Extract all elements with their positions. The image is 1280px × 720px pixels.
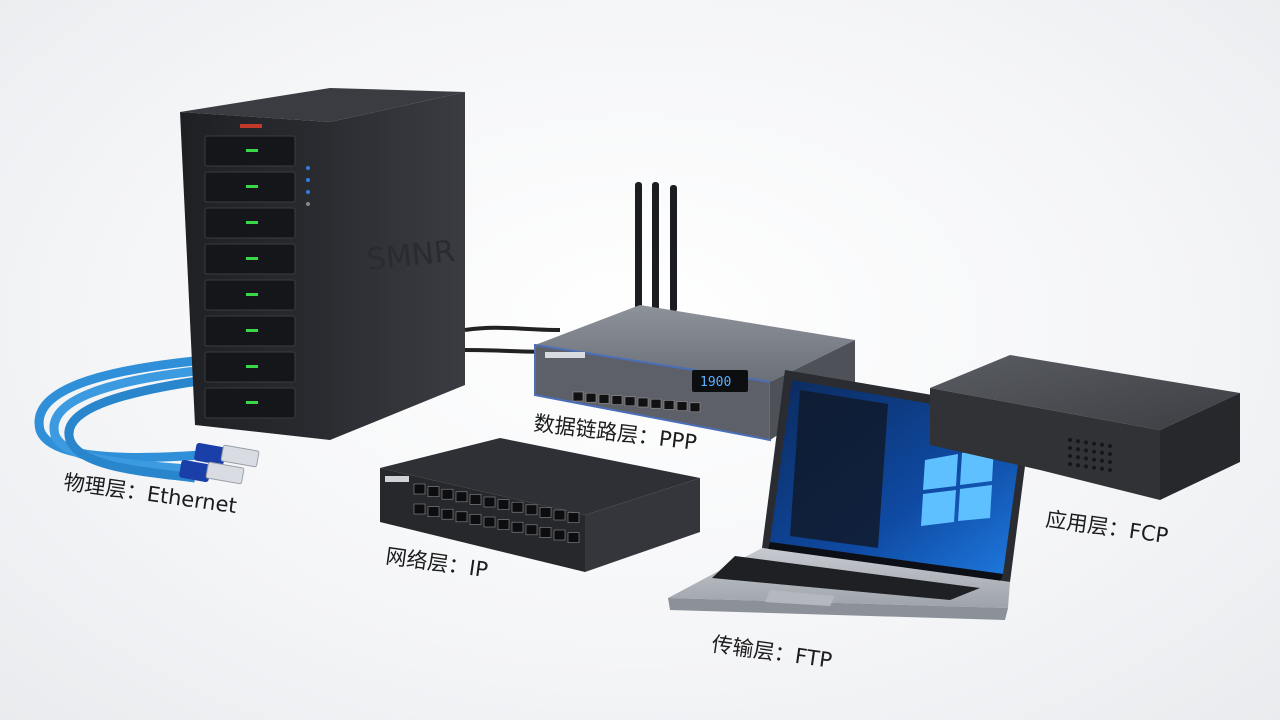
vent-hole: [1076, 439, 1080, 444]
router-display: [692, 370, 748, 392]
router-antennas: [635, 182, 677, 312]
vent-hole: [1092, 449, 1096, 454]
switch-port: [455, 511, 468, 523]
vent-hole: [1108, 468, 1112, 472]
switch-ports: [413, 483, 580, 543]
switch-port: [441, 508, 454, 520]
vent-hole: [1100, 442, 1104, 447]
vent-hole: [1084, 456, 1088, 461]
taskbar: [768, 542, 1003, 582]
router-port: [585, 392, 597, 403]
switch-port: [469, 494, 482, 505]
drive-led: [246, 329, 258, 332]
switch-port: [497, 519, 510, 530]
switch-port: [413, 503, 426, 515]
switch-port: [525, 504, 538, 516]
vent-hole: [1084, 440, 1088, 445]
front-panel-leds: [306, 166, 310, 206]
router-port: [689, 402, 701, 413]
switch-port: [441, 488, 454, 500]
router-port: [637, 397, 649, 408]
switch-port: [553, 509, 566, 521]
ethernet-cables: [34, 355, 260, 485]
vent-hole: [1084, 464, 1088, 469]
switch-brand-plate: [385, 476, 409, 482]
router-port: [676, 401, 688, 411]
router-port: [598, 394, 610, 404]
switch-port: [483, 516, 496, 528]
switch-port: [497, 499, 510, 510]
rj45-connector: [179, 460, 245, 485]
drive-led: [246, 401, 258, 404]
vent-hole: [1100, 466, 1104, 471]
vent-hole: [1076, 463, 1080, 468]
router-port: [650, 398, 662, 409]
switch-port: [567, 512, 580, 523]
switch-port: [511, 501, 524, 513]
vent-hole: [1068, 446, 1072, 450]
network-switch: [380, 438, 700, 572]
switch-port: [567, 532, 580, 543]
vent-hole: [1108, 444, 1112, 448]
drive-led: [246, 221, 258, 224]
vent-hole: [1076, 455, 1080, 460]
switch-port: [455, 491, 468, 503]
drive-led: [246, 257, 258, 260]
touchpad: [765, 590, 835, 606]
router-brand-plate: [545, 352, 585, 358]
box-vents: [1068, 438, 1112, 472]
switch-port: [511, 521, 524, 533]
power-led: [240, 124, 262, 128]
router-port: [611, 395, 623, 405]
server-tower: SMNR: [180, 88, 465, 440]
vent-hole: [1092, 465, 1096, 470]
switch-port: [539, 507, 552, 518]
start-menu-panel: [790, 390, 888, 548]
drive-bays: [204, 135, 296, 419]
vent-hole: [1100, 450, 1104, 455]
router-display-text: 1900: [700, 375, 731, 390]
vent-hole: [1068, 438, 1072, 442]
switch-port: [553, 529, 566, 541]
router-port: [624, 396, 636, 407]
vent-hole: [1076, 447, 1080, 452]
switch-port: [525, 524, 538, 536]
vent-hole: [1068, 462, 1072, 466]
switch-port: [469, 514, 482, 525]
rj45-connector: [194, 443, 260, 468]
router-ports: [572, 391, 701, 413]
router-port: [572, 391, 584, 402]
vent-hole: [1092, 441, 1096, 446]
switch-port: [413, 483, 426, 495]
vent-hole: [1108, 460, 1112, 464]
drive-led: [246, 365, 258, 368]
vent-hole: [1092, 457, 1096, 462]
switch-port: [427, 486, 440, 497]
vent-hole: [1100, 458, 1104, 463]
router-port: [663, 400, 675, 410]
drive-led: [246, 185, 258, 188]
vent-hole: [1108, 452, 1112, 456]
drive-led: [246, 149, 258, 152]
keyboard: [712, 556, 980, 600]
drive-led: [246, 293, 258, 296]
switch-port: [539, 527, 552, 538]
switch-port: [427, 506, 440, 517]
vent-hole: [1068, 454, 1072, 458]
vent-hole: [1084, 448, 1088, 453]
switch-port: [483, 496, 496, 508]
application-box: [930, 355, 1240, 500]
